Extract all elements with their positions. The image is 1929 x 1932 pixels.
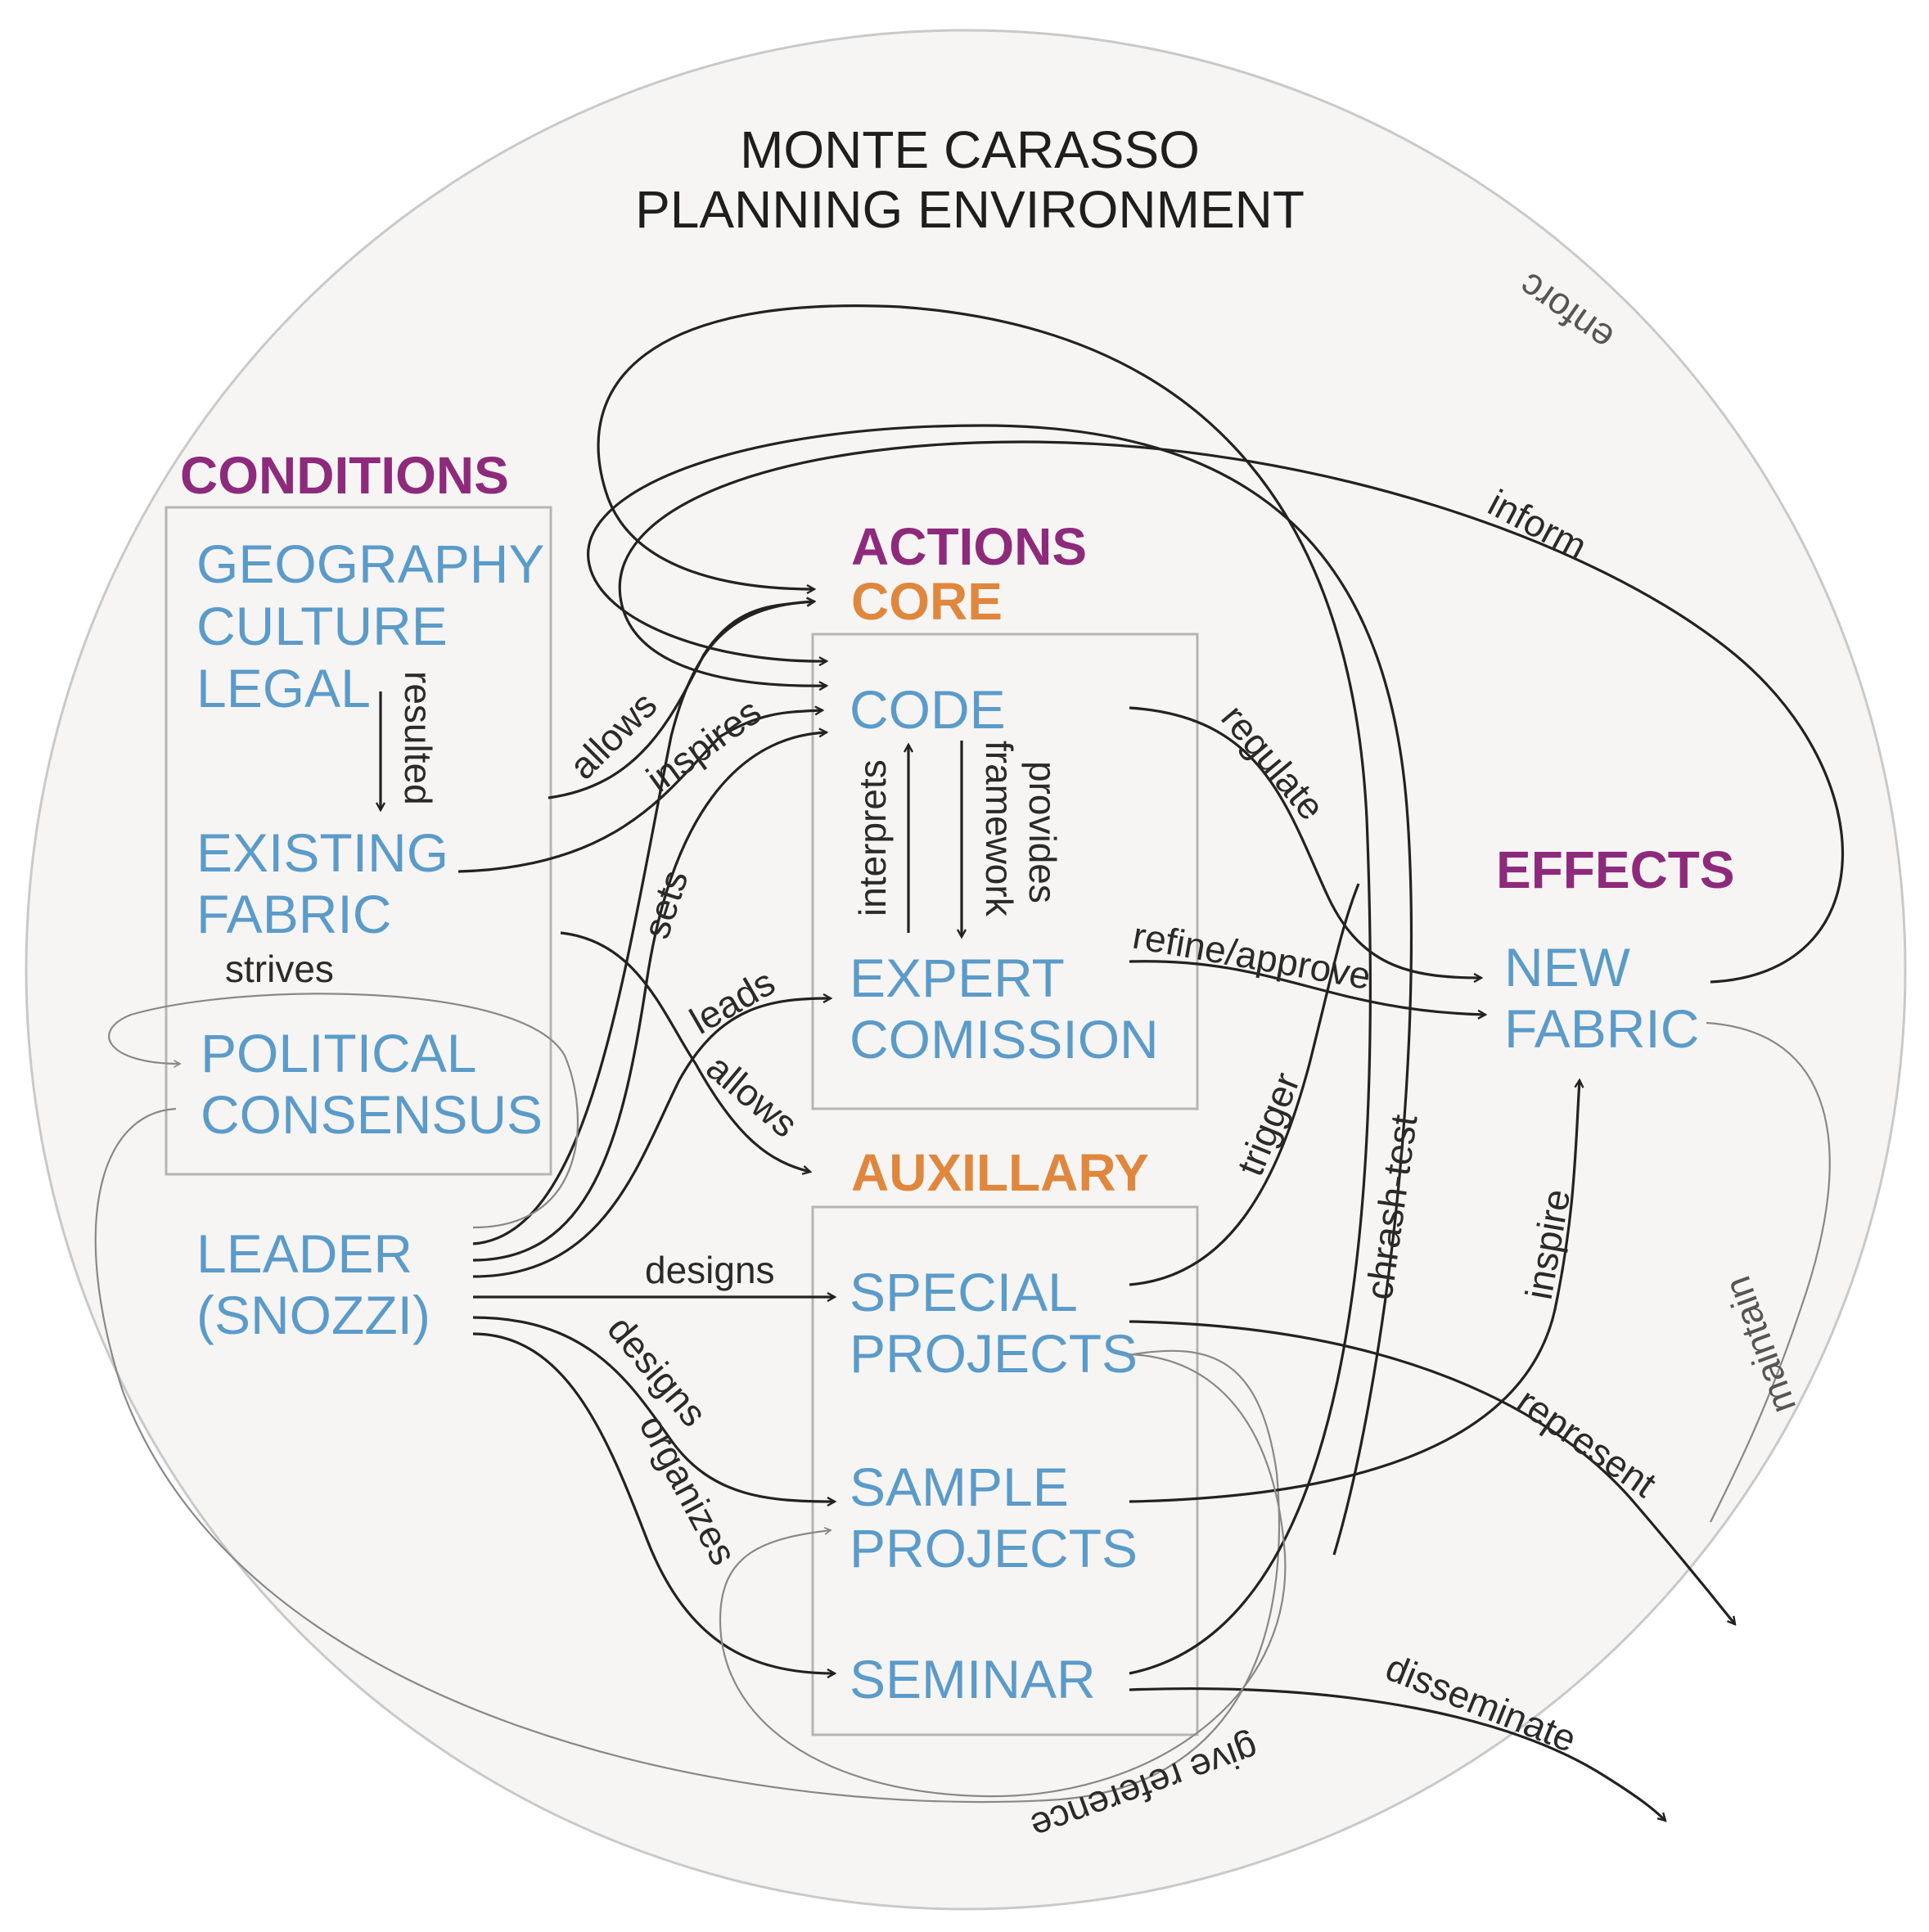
edge-designs1-label: designs bbox=[645, 1249, 775, 1291]
edge-represent-arrow bbox=[1129, 1320, 1735, 1624]
edge-strives-label: strives bbox=[225, 948, 334, 990]
edge-allows2-arrow bbox=[560, 931, 810, 1172]
edge-organizes-arrow bbox=[472, 1332, 835, 1673]
effects-heading: EFFECTS bbox=[1496, 840, 1735, 899]
node-sample-2: PROJECTS bbox=[850, 1518, 1138, 1578]
node-political-1: POLITICAL bbox=[201, 1023, 476, 1083]
node-expert-2: COMISSION bbox=[850, 1009, 1159, 1070]
edge-crash-test-arrow bbox=[587, 424, 1413, 1556]
edge-leader-political-loop bbox=[94, 1107, 1280, 1804]
edge-designs2-arrow bbox=[472, 1316, 835, 1502]
edge-resulted-label: resulted bbox=[397, 671, 439, 805]
actions-heading: ACTIONS bbox=[851, 517, 1087, 576]
node-political-2: CONSENSUS bbox=[201, 1084, 543, 1145]
node-sample-1: SAMPLE bbox=[850, 1457, 1069, 1517]
edge-sets-arrow bbox=[472, 732, 827, 1262]
node-expert-1: EXPERT bbox=[850, 948, 1065, 1008]
edge-seminar-to-code-loop bbox=[597, 304, 1372, 1675]
node-special-1: SPECIAL bbox=[850, 1262, 1078, 1322]
edge-provides-label: provides bbox=[1021, 761, 1064, 903]
node-new-fabric-2: FABRIC bbox=[1504, 998, 1699, 1059]
edge-strives-arrow bbox=[108, 993, 579, 1229]
edge-leader-core-top-arrow bbox=[472, 601, 814, 1245]
node-culture: CULTURE bbox=[196, 596, 448, 656]
edge-framework-label: framework bbox=[978, 741, 1021, 917]
edge-inspire-arrow bbox=[1129, 1080, 1580, 1503]
edge-trigger-arrow bbox=[1129, 883, 1360, 1286]
environment-circle bbox=[25, 29, 1907, 1911]
edge-disseminate-arrow bbox=[1129, 1687, 1665, 1821]
edge-inspires-arrow bbox=[457, 710, 823, 873]
auxiliary-heading: AUXILLARY bbox=[851, 1143, 1149, 1202]
core-heading: CORE bbox=[851, 572, 1003, 631]
node-special-2: PROJECTS bbox=[850, 1323, 1138, 1384]
node-existing-fabric-1: EXISTING bbox=[196, 822, 448, 883]
edge-give-reference-arrow bbox=[719, 1353, 1287, 1798]
edge-interprets-label: interprets bbox=[851, 759, 894, 916]
conditions-box bbox=[165, 506, 552, 1176]
edge-regulate-arrow bbox=[1129, 706, 1481, 978]
node-existing-fabric-2: FABRIC bbox=[196, 884, 391, 944]
node-new-fabric-1: NEW bbox=[1504, 937, 1631, 998]
node-geography: GEOGRAPHY bbox=[196, 534, 544, 594]
conditions-heading: CONDITIONS bbox=[180, 446, 509, 505]
node-seminar: SEMINAR bbox=[850, 1649, 1096, 1709]
diagram-title-line1: MONTE CARASSO bbox=[740, 120, 1200, 179]
core-box bbox=[811, 633, 1199, 1110]
node-leader-2: (SNOZZI) bbox=[196, 1285, 430, 1345]
node-code: CODE bbox=[850, 679, 1006, 740]
edge-leads-arrow bbox=[472, 998, 831, 1278]
diagram-title-line2: PLANNING ENVIRONMENT bbox=[635, 180, 1305, 239]
edge-refine-arrow bbox=[1129, 960, 1485, 1015]
edge-maintain-arrow bbox=[1706, 1021, 1831, 1523]
edge-inform-arrow bbox=[618, 440, 1845, 984]
node-legal: LEGAL bbox=[196, 658, 371, 718]
auxiliary-box bbox=[811, 1205, 1199, 1736]
node-leader-1: LEADER bbox=[196, 1223, 412, 1284]
